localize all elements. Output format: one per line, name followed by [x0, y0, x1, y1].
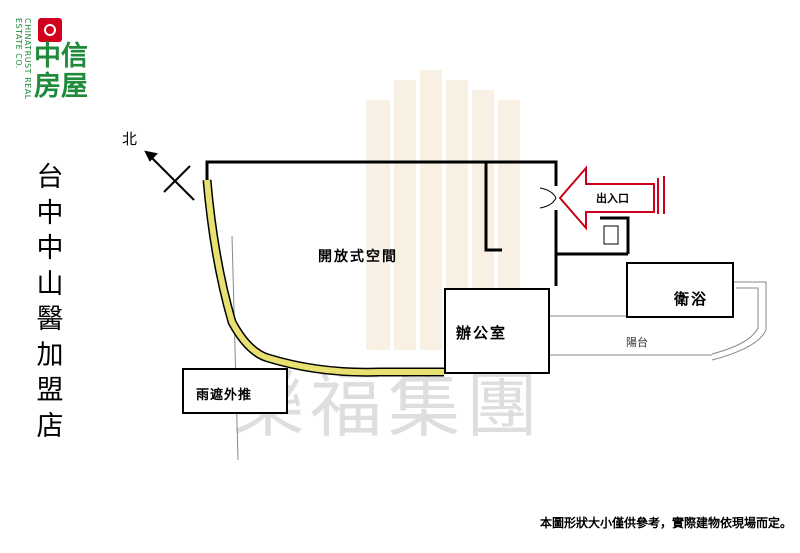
logo-english-name: CHINATRUST REAL ESTATE CO. — [16, 18, 32, 100]
building-watermark-graphic — [366, 70, 520, 350]
logo-name: 中信房屋 — [34, 41, 88, 102]
north-arrow-icon — [144, 150, 195, 201]
office-room — [444, 288, 550, 374]
open-space-label: 開放式空間 — [318, 249, 398, 265]
bathroom-room — [626, 262, 734, 318]
awning-label: 雨遮外推 — [196, 388, 253, 403]
awning-extension — [202, 179, 444, 377]
office-label: 辦公室 — [456, 324, 508, 342]
walls — [205, 160, 630, 286]
awning-label-box — [182, 368, 288, 414]
disclaimer-note: 本圖形狀大小僅供參考，實際建物依現場而定。 — [539, 516, 792, 530]
store-name: 台中中山醫加盟店 — [36, 162, 64, 442]
entrance-door — [539, 187, 619, 245]
balcony-label: 陽台 — [626, 336, 648, 349]
entrance-label: 出入口 — [596, 192, 629, 205]
bathroom-label: 衛浴 — [674, 290, 709, 308]
north-label: 北 — [122, 130, 138, 148]
logo-mark — [38, 18, 62, 42]
entrance-arrow — [558, 165, 665, 231]
